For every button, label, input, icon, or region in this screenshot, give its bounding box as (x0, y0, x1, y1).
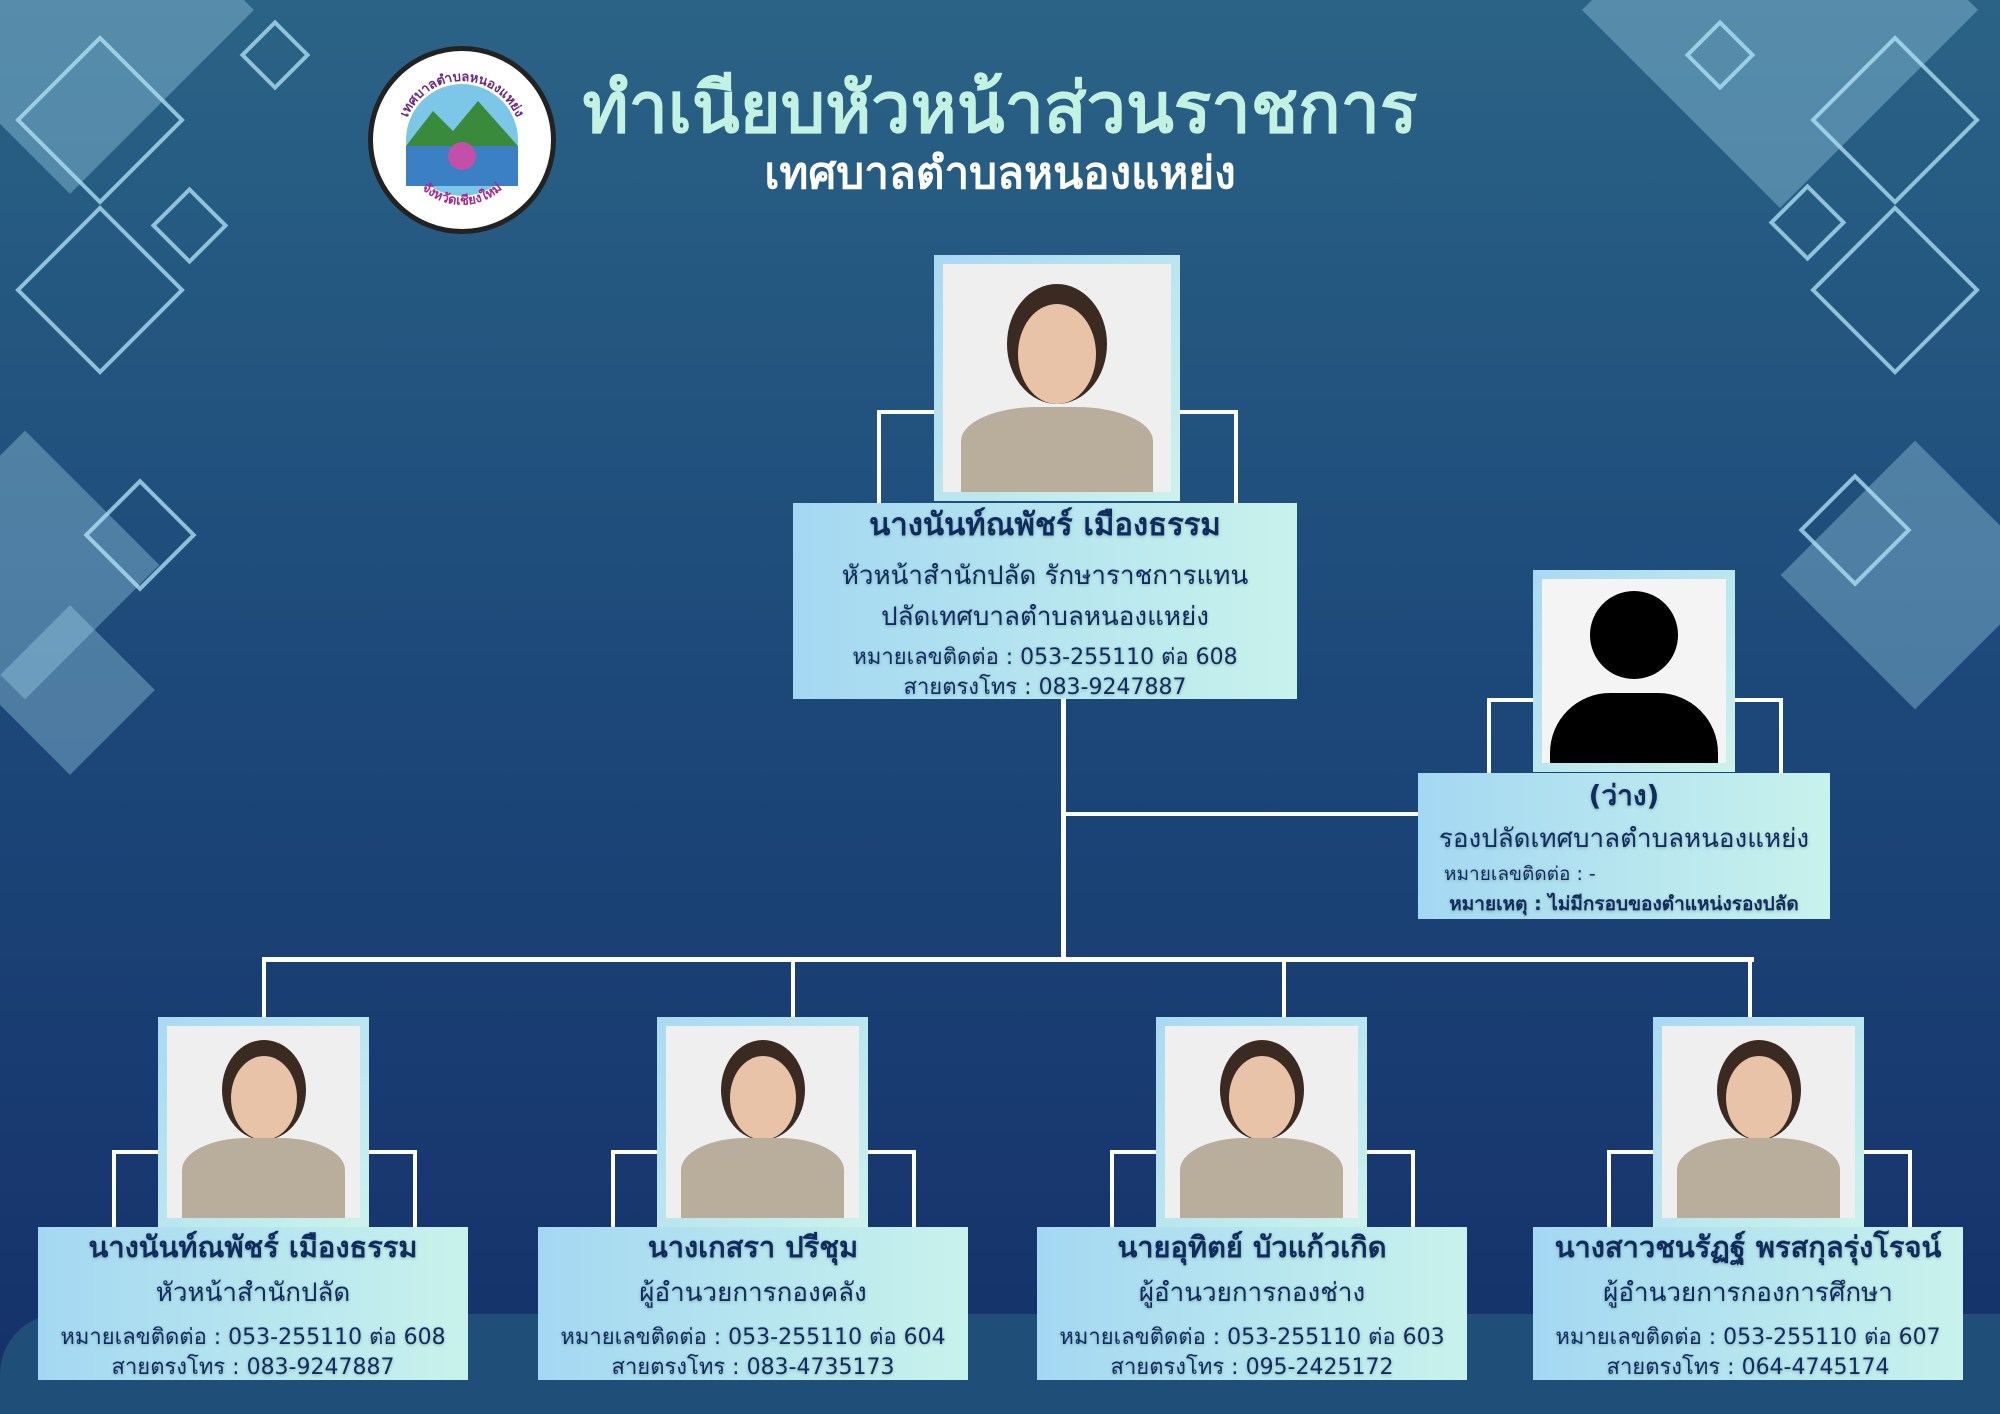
connector-line (791, 959, 795, 1019)
decor-diamond (1780, 440, 2000, 710)
person-position: หัวหน้าสำนักปลัด รักษาราชการแทน (841, 561, 1249, 591)
connector-line (611, 1150, 615, 1228)
person-name: นายอุทิตย์ บัวแก้วเกิด (1117, 1230, 1387, 1264)
portrait-photo (1662, 1026, 1855, 1218)
photo-frame (1533, 570, 1735, 772)
contact-number: หมายเลขติดต่อ : 053-255110 ต่อ 603 (1059, 1325, 1445, 1350)
photo-frame (934, 255, 1180, 501)
page-title: ทำเนียบหัวหน้าส่วนราชการ (582, 67, 1418, 149)
connector-line (1487, 698, 1491, 776)
department-head-card: นางเกสรา ปรีชุม ผู้อำนวยการกองคลัง หมายเ… (538, 1227, 968, 1380)
person-position: รองปลัดเทศบาลตำบลหนองแหย่ง (1438, 823, 1810, 854)
connector-line (1487, 698, 1537, 702)
deputy-card: (ว่าง) รองปลัดเทศบาลตำบลหนองแหย่ง หมายเล… (1418, 773, 1830, 919)
connector-line (367, 1150, 415, 1154)
connector-line (112, 1150, 160, 1154)
person-silhouette-icon (1542, 579, 1726, 763)
chief-card: นางนันท์ณพัชร์ เมืองธรรม หัวหน้าสำนักปลั… (793, 503, 1297, 700)
person-position: ผู้อำนวยการกองคลัง (639, 1278, 867, 1308)
department-head-card: นางสาวชนรัฏฐ์ พรสกุลรุ่งโรจน์ ผู้อำนวยกา… (1533, 1227, 1963, 1380)
direct-phone: สายตรงโทร : 095-2425172 (1110, 1355, 1394, 1380)
connector-line (1061, 699, 1066, 961)
photo-frame (1653, 1017, 1864, 1227)
person-position: หัวหน้าสำนักปลัด (155, 1278, 351, 1308)
connector-line (1110, 1150, 1114, 1228)
person-position: ปลัดเทศบาลตำบลหนองแหย่ง (881, 602, 1209, 632)
department-head-card: นางนันท์ณพัชร์ เมืองธรรม หัวหน้าสำนักปลั… (38, 1227, 468, 1380)
person-position: ผู้อำนวยการกองช่าง (1138, 1278, 1366, 1308)
connector-line (262, 959, 266, 1019)
photo-frame (657, 1017, 868, 1227)
connector-line (1282, 959, 1286, 1019)
photo-frame (1156, 1017, 1367, 1227)
connector-line (262, 957, 1754, 962)
person-name: นางนันท์ณพัชร์ เมืองธรรม (869, 507, 1221, 543)
person-position: ผู้อำนวยการกองการศึกษา (1603, 1278, 1893, 1308)
direct-phone: สายตรงโทร : 064-4745174 (1606, 1355, 1890, 1380)
contact-number: หมายเลขติดต่อ : 053-255110 ต่อ 608 (852, 645, 1238, 670)
connector-line (611, 1150, 659, 1154)
connector-line (1779, 698, 1783, 776)
connector-line (877, 410, 937, 414)
portrait-photo (167, 1026, 360, 1218)
person-name: นางเกสรา ปรีชุม (647, 1230, 859, 1264)
direct-phone: สายตรงโทร : 083-9247887 (111, 1355, 395, 1380)
contact-number: หมายเลขติดต่อ : 053-255110 ต่อ 607 (1555, 1325, 1941, 1350)
photo-frame (158, 1017, 369, 1227)
person-name: นางนันท์ณพัชร์ เมืองธรรม (88, 1230, 418, 1264)
connector-line (1731, 698, 1781, 702)
connector-line (1061, 812, 1421, 816)
portrait-photo (943, 264, 1171, 492)
connector-line (1748, 959, 1752, 1019)
portrait-photo (666, 1026, 859, 1218)
person-name: นางสาวชนรัฏฐ์ พรสกุลรุ่งโรจน์ (1554, 1230, 1942, 1264)
connector-line (1176, 410, 1238, 414)
department-head-card: นายอุทิตย์ บัวแก้วเกิด ผู้อำนวยการกองช่า… (1037, 1227, 1467, 1380)
connector-line (413, 1150, 417, 1228)
connector-line (1607, 1150, 1655, 1154)
direct-phone: สายตรงโทร : 083-4735173 (611, 1355, 895, 1380)
contact-number: หมายเลขติดต่อ : 053-255110 ต่อ 604 (560, 1325, 946, 1350)
connector-line (912, 1150, 916, 1228)
connector-line (877, 410, 881, 505)
connector-line (112, 1150, 116, 1228)
person-name: (ว่าง) (1588, 778, 1660, 812)
connector-line (1110, 1150, 1158, 1154)
connector-line (1908, 1150, 1912, 1228)
connector-line (866, 1150, 914, 1154)
contact-number: หมายเลขติดต่อ : - (1444, 862, 1596, 885)
connector-line (1365, 1150, 1413, 1154)
connector-line (1411, 1150, 1415, 1228)
page-subtitle: เทศบาลตำบลหนองแหย่ง (764, 148, 1236, 199)
portrait-photo (1165, 1026, 1358, 1218)
connector-line (1862, 1150, 1910, 1154)
note: หมายเหตุ : ไม่มีกรอบของตำแหน่งรองปลัด (1449, 892, 1799, 915)
contact-number: หมายเลขติดต่อ : 053-255110 ต่อ 608 (60, 1325, 446, 1350)
connector-line (1234, 410, 1238, 505)
direct-phone: สายตรงโทร : 083-9247887 (903, 675, 1187, 700)
municipality-logo: เทศบาลตำบลหนองแหย่ง จังหวัดเชียงใหม่ (368, 46, 556, 234)
connector-line (1607, 1150, 1611, 1228)
